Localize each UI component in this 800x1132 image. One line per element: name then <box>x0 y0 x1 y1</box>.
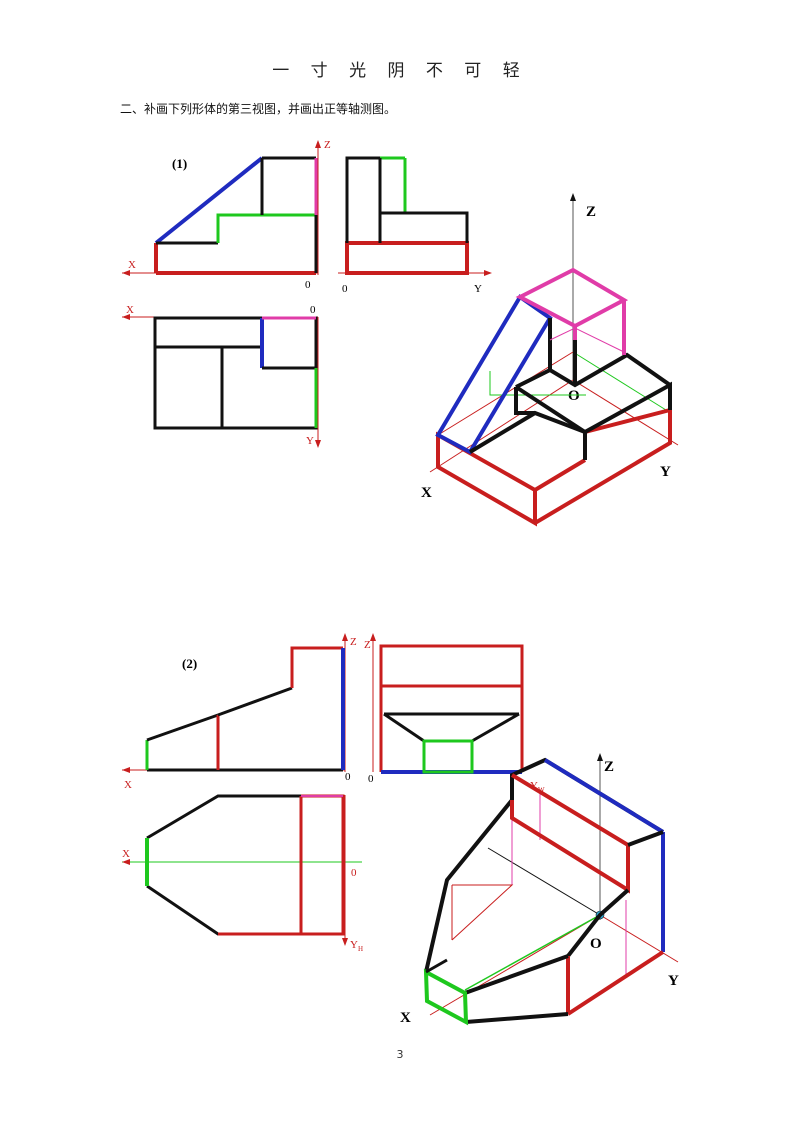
figure-1-iso-o-label: O <box>568 388 580 404</box>
exercise-instruction: 二、补画下列形体的第三视图，并画出正等轴测图。 <box>120 102 397 116</box>
figure-2-iso-x-label: X <box>400 1010 411 1026</box>
figure-1: (1) Z X 0 0 Y X 0 Y <box>122 139 679 527</box>
figure-2-front-view: (2) Z X 0 <box>122 633 357 791</box>
figure-2-side-view: Z 0 <box>364 633 524 785</box>
figure-1-side-y-label: Y <box>474 283 482 295</box>
page-number: 3 <box>396 1048 404 1061</box>
figure-2-top-x-label: X <box>122 848 130 860</box>
figure-2-side-o-label: 0 <box>368 773 374 785</box>
figure-1-top-x-label: X <box>126 304 134 316</box>
figure-1-side-o-label: 0 <box>342 283 348 295</box>
figure-1-label: (1) <box>172 156 187 171</box>
figure-1-iso-x-label: X <box>421 485 432 501</box>
figure-2-side-z-label: Z <box>364 639 371 651</box>
figure-2-isometric-view: Z YW O X Y <box>400 753 679 1026</box>
figure-2-front-z-label: Z <box>350 636 357 648</box>
figure-1-top-view: X 0 Y <box>122 304 321 448</box>
figure-1-front-x-label: X <box>128 259 136 271</box>
figure-2: (2) Z X 0 Z 0 X 0 YH <box>122 633 679 1026</box>
figure-1-iso-y-label: Y <box>660 464 671 480</box>
figure-2-iso-o-label: O <box>590 936 602 952</box>
figure-1-front-o-label: 0 <box>305 279 311 291</box>
figure-2-front-x-label: X <box>124 779 132 791</box>
figure-1-side-view: 0 Y <box>338 156 492 295</box>
figure-2-top-o-label: 0 <box>351 867 357 879</box>
figure-2-top-y-label: YH <box>350 939 363 953</box>
figure-2-iso-z-label: Z <box>604 759 614 775</box>
figure-2-front-o-label: 0 <box>345 771 351 783</box>
figure-1-isometric-view: Z O X Y <box>421 193 679 527</box>
page-header-title: 一 寸 光 阴 不 可 轻 <box>272 61 528 81</box>
figure-1-front-view: (1) Z X 0 <box>122 139 331 291</box>
figure-1-iso-z-label: Z <box>586 204 596 220</box>
figure-1-top-o-label: 0 <box>310 304 316 316</box>
figure-1-front-z-label: Z <box>324 139 331 151</box>
figure-2-iso-y-label: Y <box>668 973 679 989</box>
figure-2-top-view: X 0 YH <box>122 794 363 953</box>
figure-1-top-y-label: Y <box>306 435 314 447</box>
figure-2-label: (2) <box>182 656 197 671</box>
